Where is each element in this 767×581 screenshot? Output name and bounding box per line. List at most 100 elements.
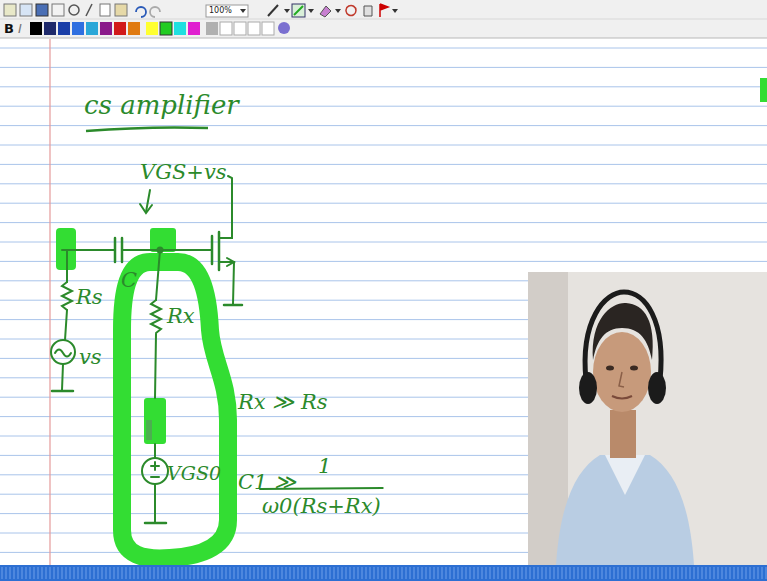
- bar-stripe: [538, 567, 539, 579]
- bar-stripe: [158, 567, 159, 579]
- drawing-part: [44, 22, 56, 35]
- title: cs amplifier: [84, 90, 239, 121]
- drawing-part: [648, 372, 666, 404]
- ac-source: [51, 340, 75, 364]
- bar-stripe: [394, 567, 395, 579]
- bar-stripe: [166, 567, 167, 579]
- color-palette: [30, 22, 290, 35]
- bar-stripe: [142, 567, 143, 579]
- bar-stripe: [502, 567, 503, 579]
- drawing-part: [58, 22, 70, 35]
- drawing-part: [154, 444, 156, 458]
- ruled-line: [0, 86, 767, 87]
- bar-stripe: [298, 567, 299, 579]
- bar-stripe: [38, 567, 39, 579]
- bar-stripe: [42, 567, 43, 579]
- bar-stripe: [258, 567, 259, 579]
- drawing-part: [308, 9, 314, 13]
- mosfet-gate: [211, 236, 214, 264]
- drawing-part: [248, 22, 260, 35]
- drawing-part: [62, 249, 114, 251]
- drawing-part: [65, 310, 67, 340]
- drawing-part: [593, 332, 651, 412]
- bar-stripe: [698, 567, 699, 579]
- drawing-part: [630, 366, 638, 371]
- bar-stripe: [398, 567, 399, 579]
- bar-stripe: [326, 567, 327, 579]
- part-name: Rx: [167, 304, 195, 329]
- bar-stripe: [282, 567, 283, 579]
- mosfet-drain: [219, 176, 232, 238]
- bar-stripe: [378, 567, 379, 579]
- bar-stripe: [550, 567, 551, 579]
- bar-stripe: [386, 567, 387, 579]
- part-name: C: [121, 268, 137, 293]
- bar-stripe: [286, 567, 287, 579]
- bar-stripe: [234, 567, 235, 579]
- bar-stripe: [662, 567, 663, 579]
- bar-stripe: [318, 567, 319, 579]
- zoom-value: 100%: [209, 6, 232, 16]
- bar-stripe: [110, 567, 111, 579]
- bar-stripe: [126, 567, 127, 579]
- drawing-part: [156, 250, 160, 300]
- bar-stripe: [586, 567, 587, 579]
- bar-stripe: [406, 567, 407, 579]
- bar-stripe: [710, 567, 711, 579]
- drawing-part: [86, 4, 92, 16]
- bar-stripe: [478, 567, 479, 579]
- drawing-part: [605, 455, 645, 495]
- drawing-part: [100, 4, 110, 16]
- bar-stripe: [546, 567, 547, 579]
- bar-stripe: [734, 567, 735, 579]
- bar-stripe: [70, 567, 71, 579]
- drawing-part: [392, 9, 398, 13]
- bar-stripe: [182, 567, 183, 579]
- highlight: [56, 228, 228, 558]
- bar-stripe: [222, 567, 223, 579]
- bar-stripe: [66, 567, 67, 579]
- bar-stripe: [310, 567, 311, 579]
- drawing-part: [188, 22, 200, 35]
- bar-stripe: [198, 567, 199, 579]
- bar-stripe: [10, 567, 11, 579]
- bar-stripe: [510, 567, 511, 579]
- polarity-marks: [151, 462, 159, 477]
- drawing-part: [154, 484, 156, 522]
- bar-stripe: [766, 567, 767, 579]
- bar-stripe: [718, 567, 719, 579]
- bar-stripe: [18, 567, 19, 579]
- bar-stripe: [146, 567, 147, 579]
- drawing-part: [606, 366, 614, 371]
- ruled-line: [0, 164, 767, 165]
- bar-stripe: [654, 567, 655, 579]
- drawing-part: [292, 4, 305, 17]
- bar-stripe: [214, 567, 215, 579]
- bar-stripe: [90, 567, 91, 579]
- bar-stripe: [514, 567, 515, 579]
- drawing-part: [52, 4, 64, 16]
- bar-stripe: [470, 567, 471, 579]
- bar-stripe: [62, 567, 63, 579]
- bar-stripe: [446, 567, 447, 579]
- bar-stripe: [14, 567, 15, 579]
- bar-stripe: [346, 567, 347, 579]
- bar-stripe: [650, 567, 651, 579]
- bar-stripe: [630, 567, 631, 579]
- bar-stripe: [670, 567, 671, 579]
- bar-stripe: [74, 567, 75, 579]
- bar-stripe: [230, 567, 231, 579]
- drawing-part: [128, 22, 140, 35]
- drawing-part: [268, 5, 278, 16]
- bar-stripe: [490, 567, 491, 579]
- bar-stripe: [150, 567, 151, 579]
- bar-stripe: [610, 567, 611, 579]
- bar-stripe: [302, 567, 303, 579]
- bar-stripe: [270, 567, 271, 579]
- bar-stripe: [666, 567, 667, 579]
- bar-stripe: [626, 567, 627, 579]
- bar-stripe: [402, 567, 403, 579]
- bar-stripe: [358, 567, 359, 579]
